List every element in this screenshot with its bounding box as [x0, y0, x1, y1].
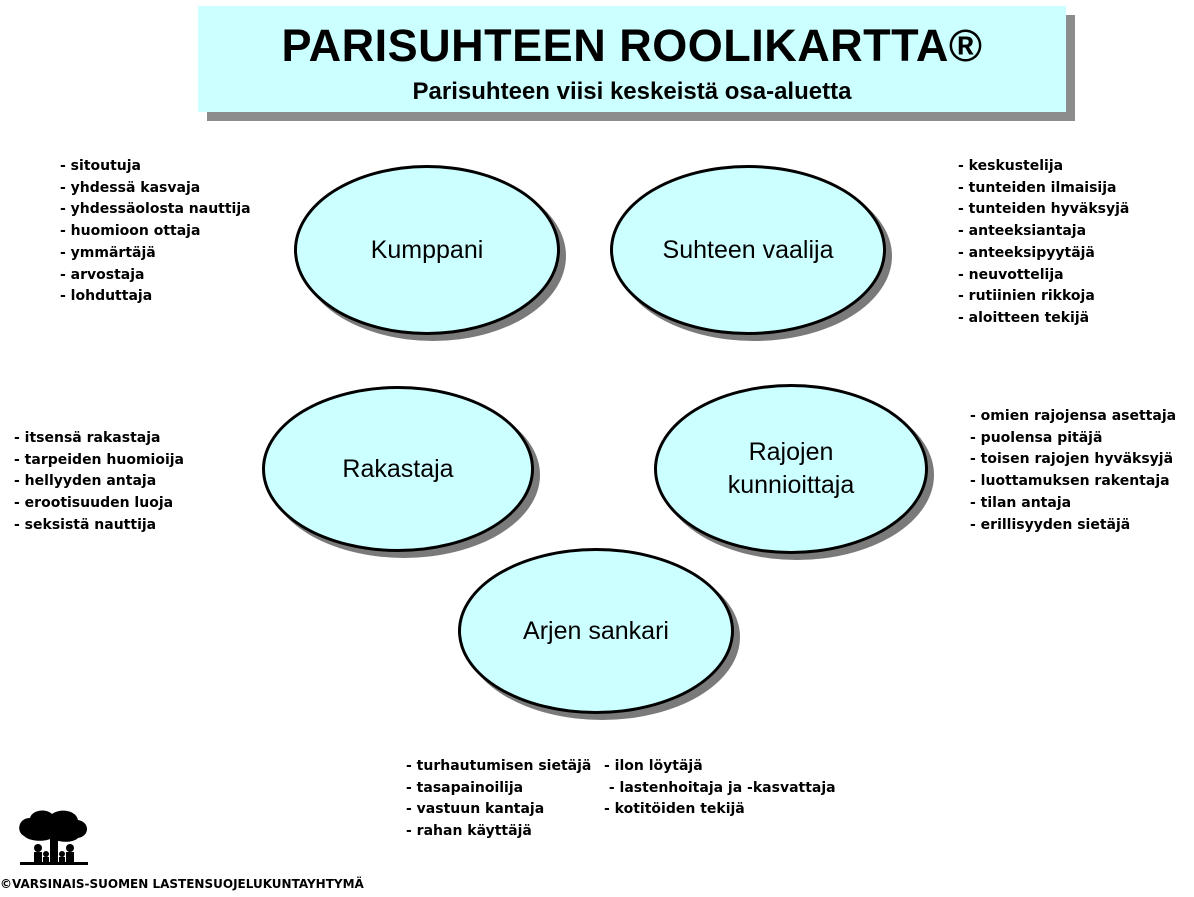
role-bubble-arjen-sankari: Arjen sankari	[458, 548, 734, 714]
list-item: - kotitöiden tekijä	[604, 801, 745, 818]
list-item: - yhdessä kasvaja	[60, 179, 201, 196]
list-item: - rahan käyttäjä	[406, 823, 532, 840]
list-item: - vastuun kantaja	[406, 801, 545, 818]
list-item: - erootisuuden luoja	[14, 495, 174, 512]
list-item: - lastenhoitaja ja -kasvattaja	[604, 779, 836, 796]
suhteen-vaalija-traits-list: - keskustelija - tunteiden ilmaisija - t…	[958, 156, 1129, 330]
role-bubble-rakastaja: Rakastaja	[262, 386, 534, 552]
list-item: - tunteiden hyväksyjä	[958, 201, 1130, 218]
list-item: - tasapainoilija	[406, 779, 524, 796]
list-item: - toisen rajojen hyväksyjä	[970, 451, 1174, 468]
role-label: Suhteen vaalija	[662, 235, 834, 264]
list-item: - yhdessäolosta nauttija	[60, 201, 251, 218]
list-item: - tunteiden ilmaisija	[958, 179, 1117, 196]
list-item: - seksistä nauttija	[14, 516, 157, 533]
list-item: - anteeksiantaja	[958, 223, 1087, 240]
arjen-sankari-traits-list-2: - ilon löytäjä - lastenhoitaja ja -kasva…	[604, 756, 836, 821]
page-title: PARISUHTEEN ROOLIKARTTA®	[281, 20, 983, 71]
list-item: - sitoutuja	[60, 158, 141, 174]
role-label: Rajojen kunnioittaja	[728, 436, 854, 502]
list-item: - lohduttaja	[60, 288, 153, 305]
list-item: - rutiinien rikkoja	[958, 288, 1095, 305]
rakastaja-traits-list: - itsensä rakastaja - tarpeiden huomioij…	[14, 428, 184, 537]
rajojen-kunnioittaja-traits-list: - omien rajojensa asettaja - puolensa pi…	[970, 406, 1176, 536]
role-bubble-rajojen-kunnioittaja: Rajojen kunnioittaja	[654, 384, 928, 554]
role-label: Rakastaja	[342, 454, 454, 483]
list-item: - hellyyden antaja	[14, 473, 157, 490]
list-item: - aloitteen tekijä	[958, 309, 1090, 326]
list-item: - itsensä rakastaja	[14, 430, 161, 446]
list-item: - erillisyyden sietäjä	[970, 516, 1131, 533]
role-bubble-suhteen-vaalija: Suhteen vaalija	[610, 165, 886, 335]
page-subtitle: Parisuhteen viisi keskeistä osa-aluetta	[412, 78, 852, 105]
list-item: - ymmärtäjä	[60, 244, 156, 261]
role-bubble-kumppani: Kumppani	[294, 165, 560, 335]
list-item: - huomioon ottaja	[60, 223, 201, 240]
list-item: - ilon löytäjä	[604, 758, 703, 774]
list-item: - anteeksipyytäjä	[958, 244, 1095, 261]
arjen-sankari-traits-list-1: - turhautumisen sietäjä - tasapainoilija…	[406, 756, 591, 843]
kumppani-traits-list: - sitoutuja - yhdessä kasvaja - yhdessäo…	[60, 156, 251, 308]
role-label: Arjen sankari	[523, 616, 669, 645]
title-banner: PARISUHTEEN ROOLIKARTTA® Parisuhteen vii…	[198, 6, 1066, 112]
copyright-footer: ©VARSINAIS-SUOMEN LASTENSUOJELUKUNTAYHTY…	[0, 877, 364, 891]
list-item: - keskustelija	[958, 158, 1064, 174]
list-item: - luottamuksen rakentaja	[970, 473, 1170, 490]
tree-family-logo-icon	[19, 810, 88, 865]
role-label: Kumppani	[370, 235, 484, 264]
list-item: - puolensa pitäjä	[970, 429, 1103, 446]
role-label-line1: Rajojen	[748, 438, 834, 466]
list-item: - neuvottelija	[958, 266, 1064, 283]
list-item: - omien rajojensa asettaja	[970, 408, 1177, 424]
list-item: - arvostaja	[60, 266, 145, 283]
role-label-line2: kunnioittaja	[727, 471, 855, 499]
list-item: - tarpeiden huomioija	[14, 451, 185, 468]
list-item: - tilan antaja	[970, 494, 1072, 511]
list-item: - turhautumisen sietäjä	[406, 758, 592, 774]
